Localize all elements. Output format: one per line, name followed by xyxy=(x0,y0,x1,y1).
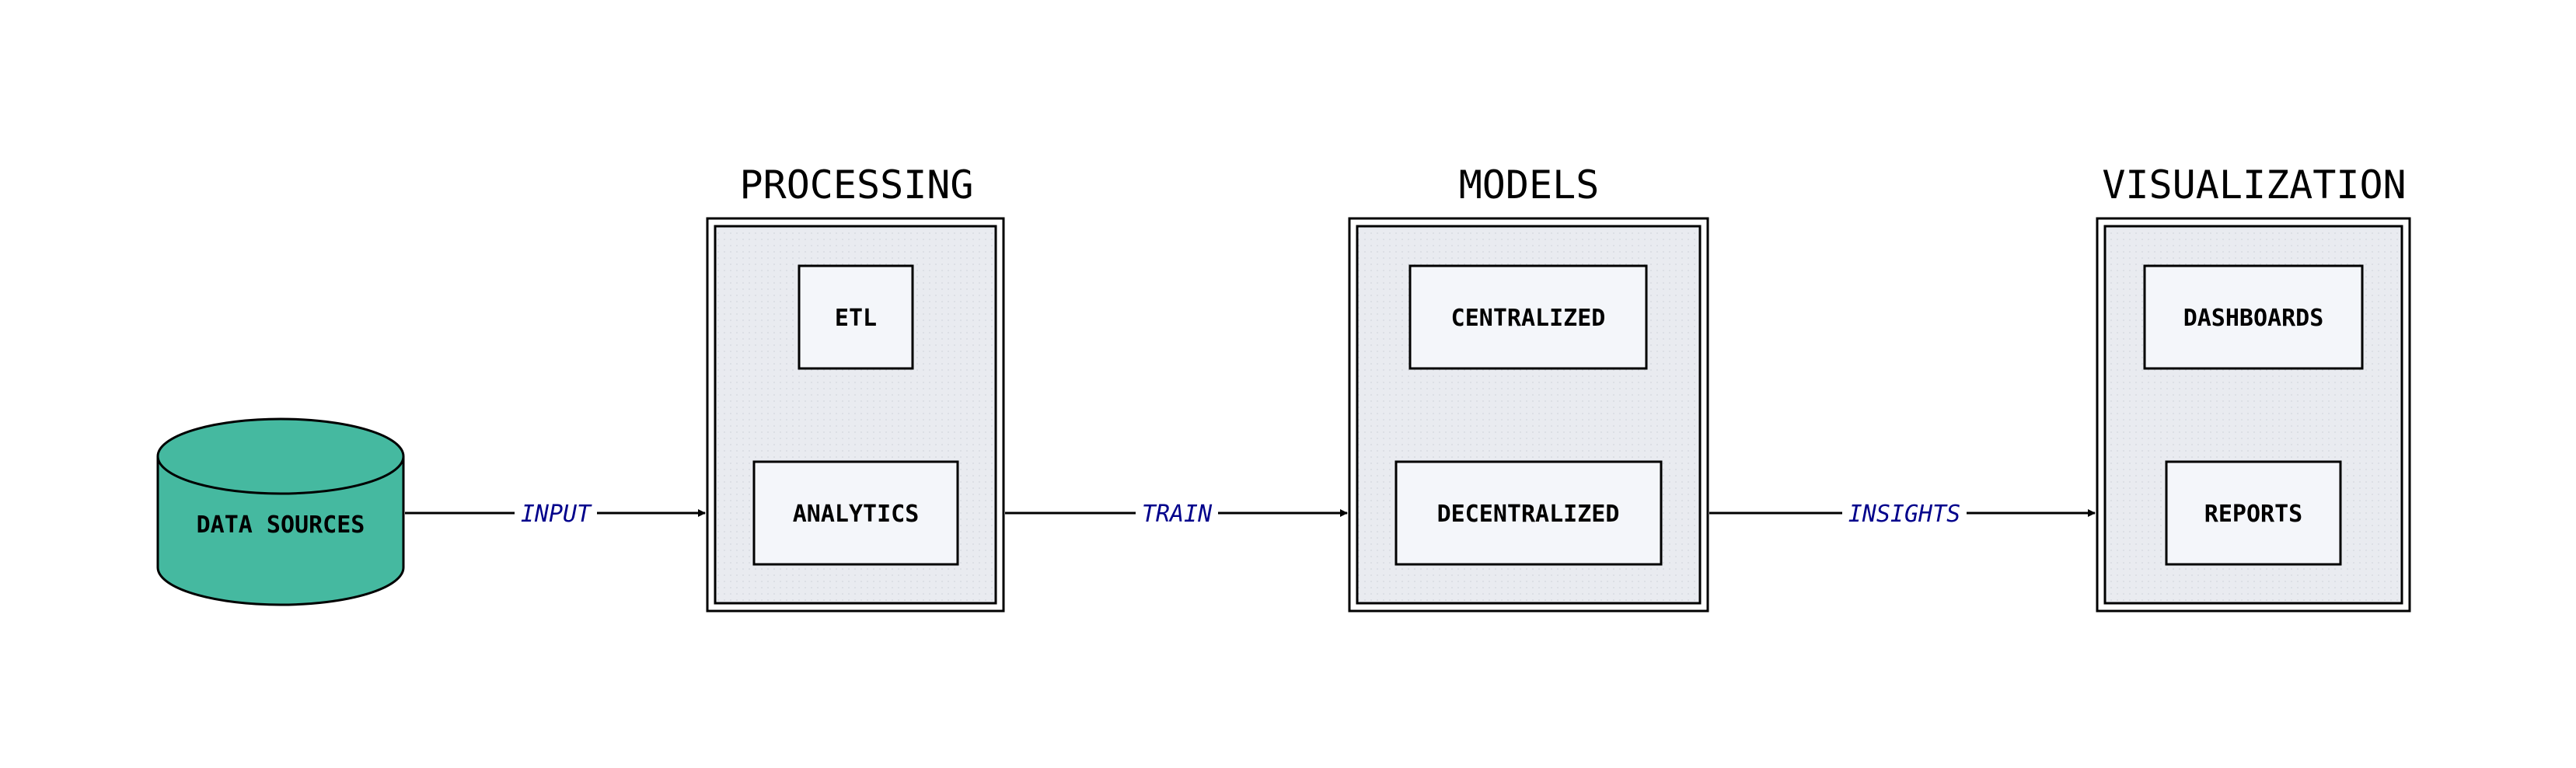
cluster-processing-title: PROCESSING xyxy=(739,162,973,208)
cluster-models-title: MODELS xyxy=(1459,162,1600,208)
node-decentralized-box xyxy=(1394,460,1663,566)
cluster-models: MODELS CENTRALIZED DECENTRALIZED xyxy=(1348,162,1709,613)
edge-train[interactable]: TRAIN xyxy=(1005,497,1348,529)
cluster-visualization-title: VISUALIZATION xyxy=(2102,162,2406,208)
node-centralized-box xyxy=(1408,264,1648,370)
node-reports-box xyxy=(2165,460,2342,566)
node-dashboards[interactable]: DASHBOARDS xyxy=(2143,264,2364,370)
data-sources-node[interactable]: DATA SOURCES xyxy=(156,417,405,606)
node-etl-label: ETL xyxy=(835,305,877,332)
edge-input-label-bg xyxy=(515,497,597,529)
node-centralized[interactable]: CENTRALIZED xyxy=(1408,264,1648,370)
edge-insights-label-bg xyxy=(1842,497,1967,529)
node-decentralized-label: DECENTRALIZED xyxy=(1437,501,1620,528)
edge-input-label: INPUT xyxy=(521,501,592,528)
edge-train-label: TRAIN xyxy=(1142,501,1213,528)
node-dashboards-label: DASHBOARDS xyxy=(2183,305,2324,332)
node-centralized-label: CENTRALIZED xyxy=(1451,305,1606,332)
node-analytics-label: ANALYTICS xyxy=(793,501,920,528)
edge-insights-label: INSIGHTS xyxy=(1848,501,1961,528)
node-analytics-box xyxy=(752,460,959,566)
node-analytics[interactable]: ANALYTICS xyxy=(752,460,959,566)
node-dashboards-box xyxy=(2143,264,2364,370)
node-reports-label: REPORTS xyxy=(2204,501,2302,528)
edge-train-label-bg xyxy=(1136,497,1218,529)
node-reports[interactable]: REPORTS xyxy=(2165,460,2342,566)
cluster-visualization: VISUALIZATION DASHBOARDS REPORTS xyxy=(2096,162,2411,613)
node-decentralized[interactable]: DECENTRALIZED xyxy=(1394,460,1663,566)
edge-input[interactable]: INPUT xyxy=(405,497,706,529)
data-sources-label: DATA SOURCES xyxy=(197,511,365,539)
cluster-processing: PROCESSING ETL ANALYTICS xyxy=(706,162,1005,613)
edge-insights[interactable]: INSIGHTS xyxy=(1709,497,2096,529)
node-etl-box xyxy=(798,264,914,370)
node-etl[interactable]: ETL xyxy=(798,264,914,370)
database-cylinder-icon xyxy=(156,417,405,606)
